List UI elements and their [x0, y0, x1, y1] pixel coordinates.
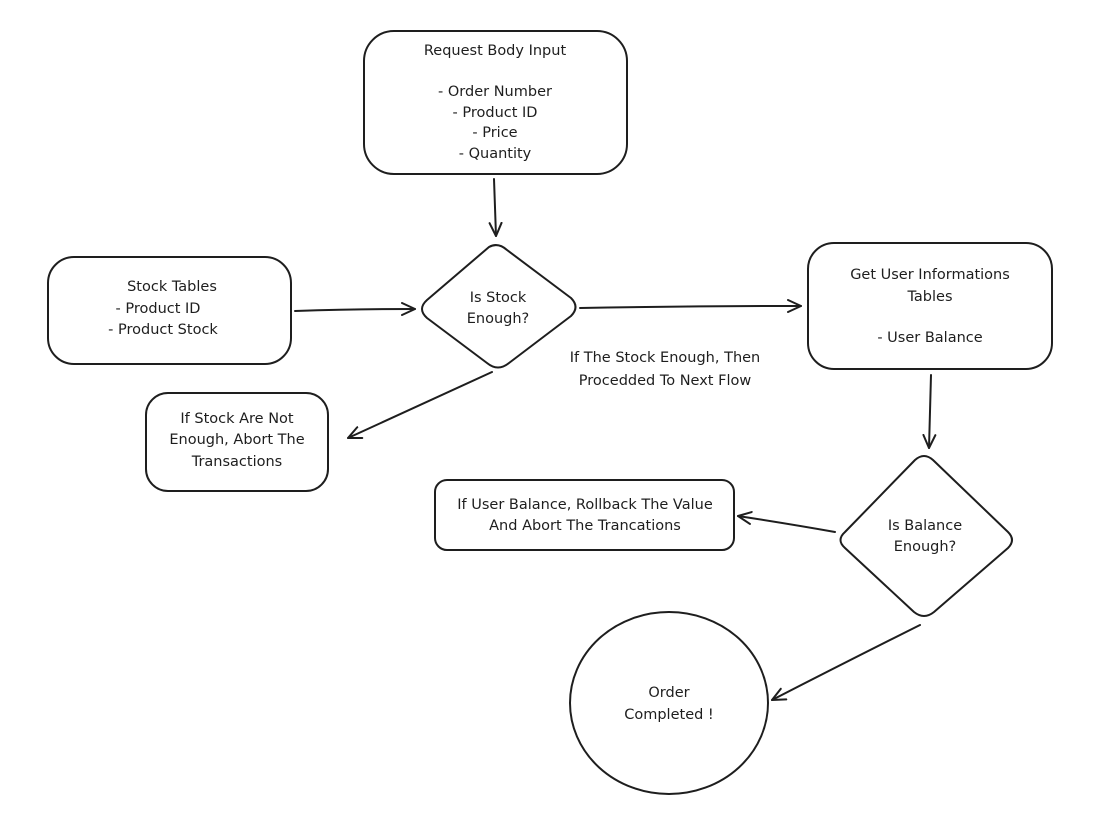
node-is-stock-enough-line: Is Stock [470, 290, 527, 306]
node-get-user-informations-line: Tables [906, 289, 952, 305]
node-order-completed: Order Completed ! [569, 611, 769, 795]
node-stock-tables-line: - Product Stock [108, 322, 218, 338]
node-order-completed-line: Order [648, 685, 689, 701]
node-is-balance-enough-line: Is Balance [888, 518, 962, 534]
arrow-balance-check-to-rollback [737, 511, 836, 533]
node-request-body-input-line: - Price [472, 125, 517, 141]
node-stock-tables-line: Stock Tables [127, 279, 217, 295]
arrow-stock-check-to-abort [347, 371, 493, 440]
annotation-proceed-note: If The Stock Enough, Then Procedded To N… [570, 350, 761, 389]
node-request-body-input-line: - Order Number [438, 84, 552, 100]
node-is-stock-enough-line: Enough? [467, 311, 530, 327]
node-stock-abort: If Stock Are Not Enough, Abort The Trans… [145, 392, 329, 492]
node-is-balance-enough-line: Enough? [894, 539, 957, 555]
node-balance-abort-line: If User Balance, Rollback The Value [457, 497, 713, 513]
annotation-proceed-note-line: If The Stock Enough, Then [570, 350, 761, 366]
node-get-user-informations: Get User Informations Tables - User Bala… [807, 242, 1053, 370]
arrow-request-to-stock-check [488, 178, 503, 237]
connectors [294, 178, 937, 701]
node-stock-abort-line: Enough, Abort The [169, 432, 304, 448]
node-stock-abort-line: If Stock Are Not [180, 411, 294, 427]
arrow-stock-check-to-user-info [579, 299, 802, 314]
node-request-body-input: Request Body Input - Order Number - Prod… [363, 30, 628, 175]
arrow-stock-tables-to-stock-check [294, 302, 416, 317]
node-request-body-input-line: - Quantity [459, 146, 532, 162]
arrow-balance-check-to-order-completed [771, 624, 921, 701]
node-order-completed-line: Completed ! [624, 707, 714, 723]
node-stock-tables: Stock Tables - Product ID - Product Stoc… [47, 256, 292, 365]
node-is-stock-enough: Is Stock Enough? [421, 244, 577, 369]
node-stock-abort-line: Transactions [191, 454, 283, 470]
arrow-user-info-to-balance-check [922, 374, 937, 449]
node-balance-abort-line: And Abort The Trancations [489, 518, 681, 534]
node-request-body-input-line: Request Body Input [424, 43, 567, 59]
node-stock-tables-line: - Product ID [116, 301, 201, 317]
node-balance-abort: If User Balance, Rollback The Value And … [434, 479, 735, 551]
node-is-balance-enough: Is Balance Enough? [839, 455, 1013, 617]
node-request-body-input-line: - Product ID [453, 105, 538, 121]
annotation-proceed-note-line: Procedded To Next Flow [579, 373, 752, 389]
node-get-user-informations-line: Get User Informations [850, 267, 1010, 283]
node-get-user-informations-line: - User Balance [877, 330, 982, 346]
